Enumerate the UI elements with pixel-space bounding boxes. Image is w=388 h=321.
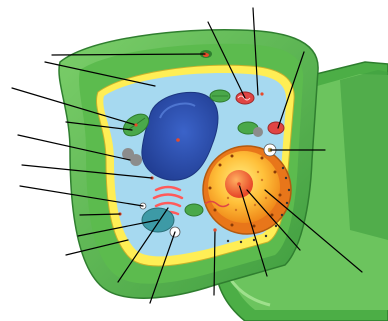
chloroplast-low	[185, 204, 203, 216]
chloroplast-top	[210, 90, 230, 102]
mitochondrion-right	[268, 122, 284, 134]
